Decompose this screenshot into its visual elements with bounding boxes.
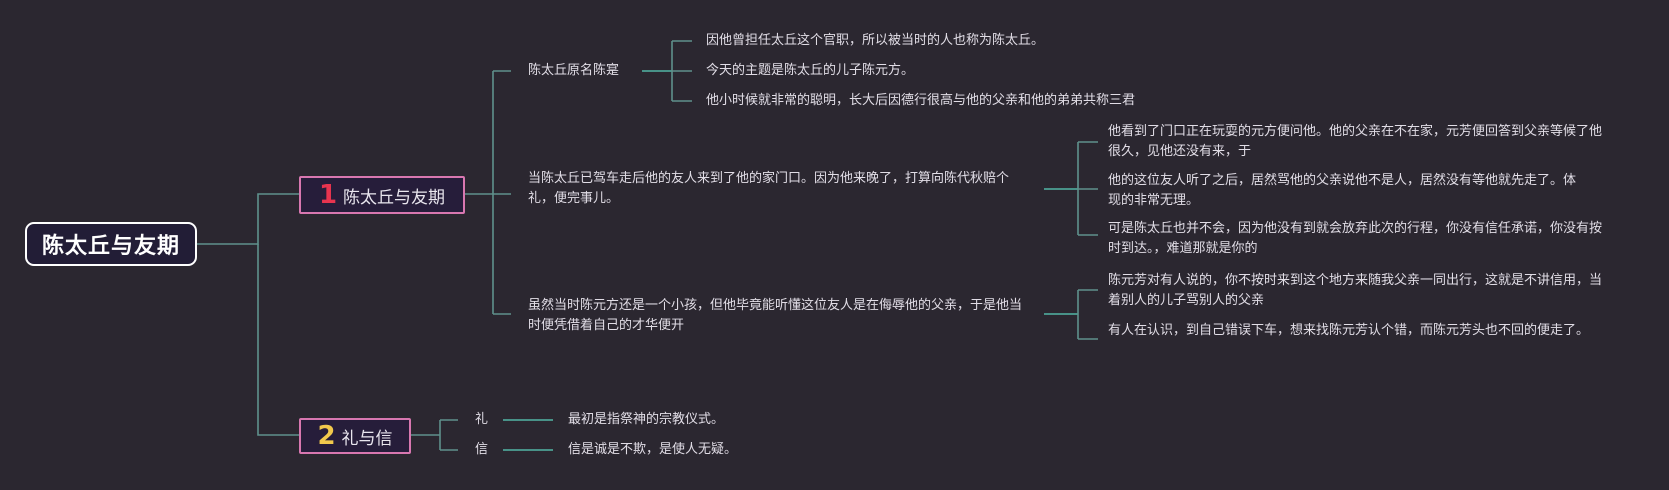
detail-node[interactable]: 今天的主题是陈太丘的儿子陈元方。 [706, 63, 915, 78]
detail-node[interactable]: 陈元芳对有人说的，你不按时来到这个地方来随我父亲一同出行，这就是不讲信用，当着别… [1108, 273, 1603, 308]
branch-node-2[interactable]: 2 礼与信 [299, 418, 411, 454]
branch-label: 陈太丘与友期 [343, 187, 446, 208]
detail-node[interactable]: 因他曾担任太丘这个官职，所以被当时的人也称为陈太丘。 [706, 33, 1045, 48]
detail-node[interactable]: 他看到了门口正在玩耍的元方便问他。他的父亲在不在家，元芳便回答到父亲等候了他很久… [1108, 124, 1603, 159]
topic-node[interactable]: 当陈太丘已驾车走后他的友人来到了他的家门口。因为他来晚了，打算向陈代秋赔个礼，便… [528, 171, 1010, 206]
topic-node-li[interactable]: 礼 [475, 412, 489, 427]
topic-node[interactable]: 虽然当时陈元方还是一个小孩，但他毕竟能听懂这位友人是在侮辱他的父亲，于是他当时便… [528, 298, 1023, 333]
connector-root-branch [197, 193, 299, 245]
detail-node[interactable]: 他的这位友人听了之后，居然骂他的父亲说他不是人，居然没有等他就先走了。体现的非常… [1108, 173, 1577, 208]
branch-node-1[interactable]: 1 陈太丘与友期 [299, 176, 465, 214]
branch-number-badge: 2 [317, 421, 336, 451]
root-title: 陈太丘与友期 [41, 234, 180, 259]
detail-node[interactable]: 最初是指祭神的宗教仪式。 [568, 412, 725, 427]
branch-label: 礼与信 [341, 428, 393, 449]
topic-node-xin[interactable]: 信 [475, 442, 489, 457]
topic-node[interactable]: 陈太丘原名陈寔 [528, 63, 620, 78]
detail-node[interactable]: 他小时候就非常的聪明，长大后因德行很高与他的父亲和他的弟弟共称三君 [706, 93, 1136, 108]
detail-node[interactable]: 信是诚是不欺，是使人无疑。 [568, 442, 738, 457]
branch-number-badge: 1 [318, 180, 338, 210]
connector-root-branch [257, 244, 299, 436]
root-node[interactable]: 陈太丘与友期 [25, 222, 197, 266]
detail-node[interactable]: 可是陈太丘也并不会，因为他没有到就会放弃此次的行程，你没有信任承诺，你没有按时到… [1108, 221, 1603, 256]
detail-node[interactable]: 有人在认识，到自己错误下车，想来找陈元芳认个错，而陈元芳头也不回的便走了。 [1108, 323, 1590, 338]
